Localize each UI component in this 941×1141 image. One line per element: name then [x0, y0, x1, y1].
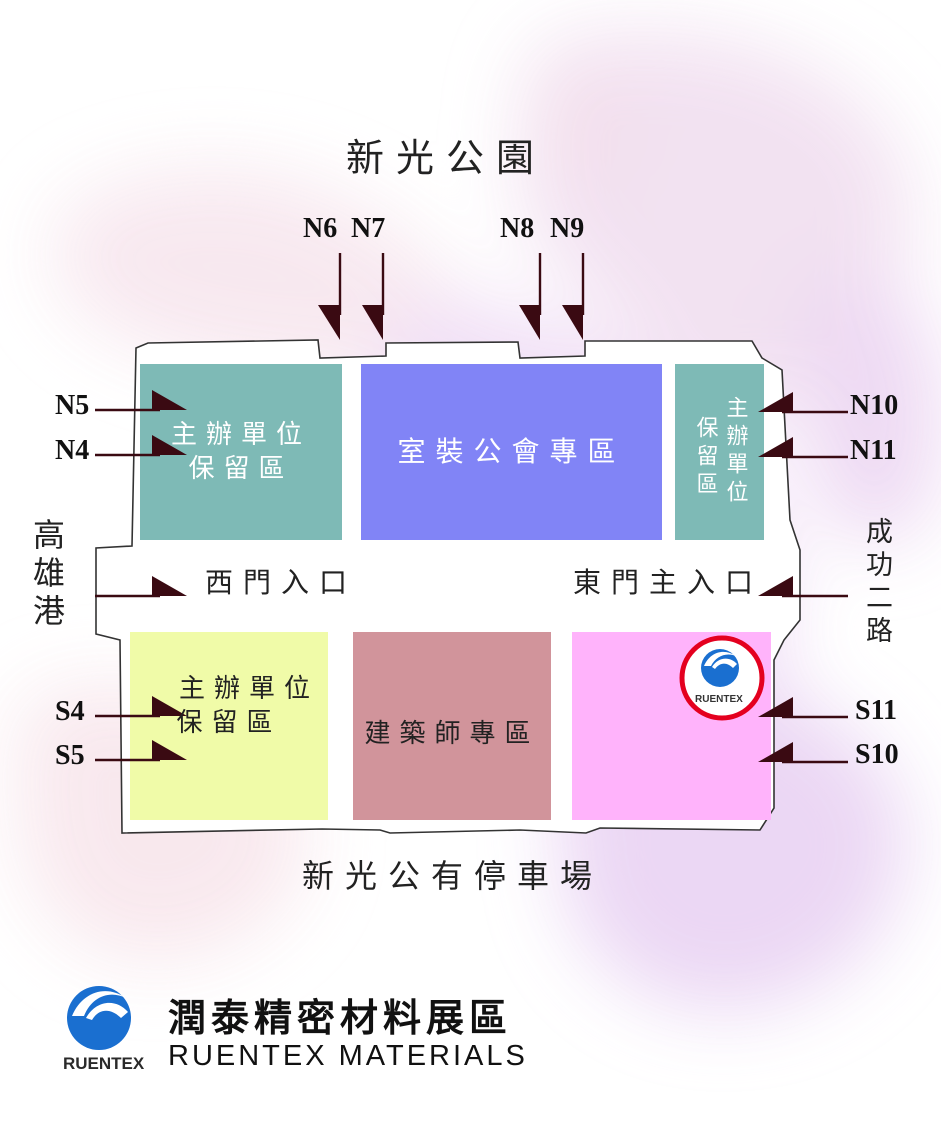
zone-ne-col1: 主辦單位	[722, 396, 748, 508]
arrow-west-gate	[95, 576, 187, 598]
zone-sw-rect	[130, 632, 328, 820]
arrow-n11	[758, 437, 848, 459]
entrance-arrows	[95, 253, 848, 764]
gate-s5: S5	[55, 740, 85, 771]
zone-nc-rect	[361, 364, 662, 540]
zone-ne-col2: 保留區	[692, 416, 718, 500]
arrow-east-gate	[758, 576, 848, 598]
booth-ruentex-icon	[701, 649, 739, 687]
gate-s10: S10	[855, 739, 899, 770]
booth-logo-text: RUENTEX	[695, 694, 743, 705]
east-entrance-label: 東門主入口	[573, 566, 764, 599]
zone-sc-rect	[353, 632, 551, 820]
zone-nw-line1: 主辦單位	[170, 420, 311, 450]
gate-n10: N10	[850, 390, 899, 421]
west-road-label: 高雄港	[28, 518, 66, 632]
south-parking-label: 新光公有停車場	[302, 857, 604, 895]
gate-n4: N4	[55, 435, 90, 466]
zone-nc: 室裝公會專區	[361, 364, 662, 540]
arrow-n10	[758, 392, 848, 414]
zone-sw-line2: 保留區	[176, 708, 282, 738]
ruentex-logo-text: RUENTEX	[63, 1054, 145, 1073]
arrow-n5	[95, 390, 187, 412]
north-park-label: 新光公園	[346, 136, 547, 180]
brand-title-zh: 潤泰精密材料展區	[168, 996, 513, 1040]
arrow-n8	[519, 253, 542, 340]
gate-s4: S4	[55, 696, 85, 727]
zone-ne: 主辦單位 保留區	[675, 364, 764, 540]
zone-sc: 建築師專區	[353, 632, 551, 820]
arrow-s10	[758, 742, 848, 764]
gate-n7: N7	[351, 213, 386, 244]
zone-sw: 主辦單位 保留區	[130, 632, 328, 820]
west-entrance-label: 西門入口	[205, 566, 358, 599]
arrow-n4	[95, 435, 187, 457]
gate-n11: N11	[850, 435, 897, 466]
zone-sc-label: 建築師專區	[364, 719, 540, 749]
arrow-s4	[95, 696, 187, 718]
zone-sw-line1: 主辦單位	[178, 674, 319, 704]
arrow-s5	[95, 740, 187, 762]
zone-nw-line2: 保留區	[188, 454, 294, 484]
gate-s11: S11	[855, 695, 898, 726]
gate-n6: N6	[303, 213, 338, 244]
east-road-label: 成功二路	[861, 517, 892, 649]
gate-n8: N8	[500, 213, 535, 244]
zone-ne-rect	[675, 364, 764, 540]
arrow-n7	[362, 253, 385, 340]
arrow-s11	[758, 697, 848, 719]
ruentex-logo-icon	[67, 986, 131, 1050]
zone-nc-label: 室裝公會專區	[397, 435, 626, 468]
brand-title-en: RUENTEX MATERIALS	[168, 1040, 528, 1072]
gate-n5: N5	[55, 390, 90, 421]
arrow-n9	[562, 253, 585, 340]
zone-nw: 主辦單位 保留區	[140, 364, 342, 540]
gate-n9: N9	[550, 213, 585, 244]
arrow-n6	[318, 253, 342, 340]
